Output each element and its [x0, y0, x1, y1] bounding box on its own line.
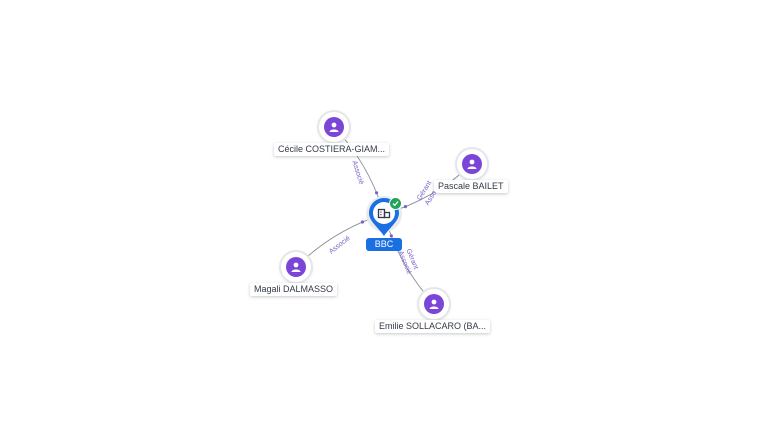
person-node-costiera-circle[interactable] — [319, 112, 349, 142]
person-node-dalmasso-circle[interactable] — [281, 252, 311, 282]
person-node-bailet-circle[interactable] — [457, 149, 487, 179]
check-icon — [389, 197, 402, 210]
edge-arrow-bailet — [403, 205, 408, 209]
edge-arrow-costiera — [374, 191, 379, 195]
person-icon — [424, 294, 444, 314]
edge-arrow-dalmasso — [360, 220, 365, 224]
person-label-dalmasso[interactable]: Magali DALMASSO — [250, 283, 338, 296]
person-label-bailet[interactable]: Pascale BAILET — [434, 180, 508, 193]
person-label-costiera[interactable]: Cécile COSTIERA-GIAM... — [274, 143, 390, 156]
company-label[interactable]: BBC — [366, 238, 402, 251]
edge-arrow-sollacaro — [389, 234, 393, 238]
building-icon — [377, 208, 391, 219]
person-icon — [462, 154, 482, 174]
person-icon — [286, 257, 306, 277]
person-node-sollacaro-circle[interactable] — [419, 289, 449, 319]
person-label-sollacaro[interactable]: Emilie SOLLACARO (BA... — [375, 320, 491, 333]
person-icon — [324, 117, 344, 137]
